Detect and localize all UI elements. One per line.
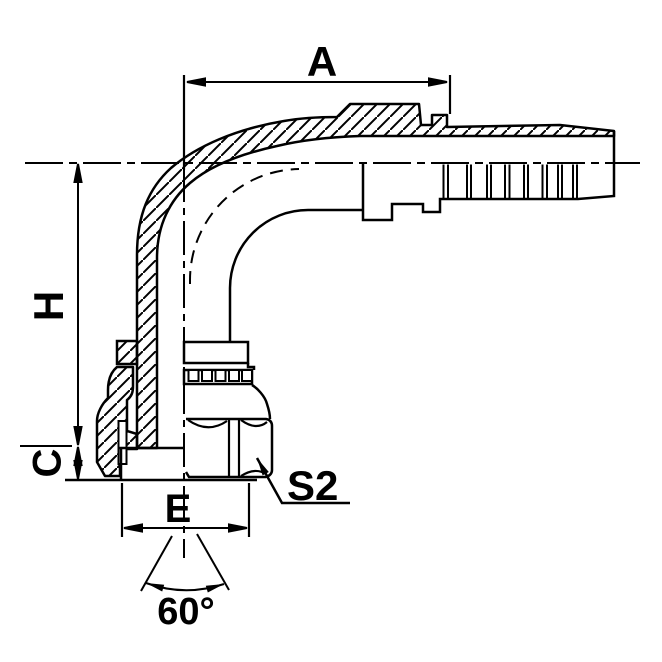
wrench-size-label: S2 bbox=[287, 462, 338, 509]
nut-flare-gap-slot bbox=[117, 420, 128, 465]
dimension-c bbox=[73, 446, 83, 480]
fitting-section-band bbox=[135, 102, 616, 450]
cone-angle bbox=[140, 533, 230, 593]
s2-leader-arrow bbox=[257, 458, 269, 476]
c-arrow-bottom bbox=[73, 460, 83, 480]
angle-arrow-right bbox=[205, 584, 224, 593]
hex-top-chamfer-left bbox=[187, 419, 228, 429]
elbow-wall-section bbox=[135, 102, 616, 450]
dim-c-label: C bbox=[26, 449, 70, 478]
h-arrow-bottom bbox=[73, 426, 83, 446]
flange-step bbox=[246, 363, 256, 370]
elbow-inner-profile bbox=[189, 168, 363, 342]
centerlines bbox=[25, 162, 640, 558]
h-arrow-top bbox=[73, 163, 83, 183]
dimension-h bbox=[20, 163, 83, 447]
s2-leader bbox=[255, 457, 350, 505]
angle-arrow-left bbox=[146, 583, 165, 592]
hidden-bore-arc bbox=[189, 168, 300, 284]
flange-left-section bbox=[115, 339, 139, 366]
swivel-nut bbox=[182, 340, 274, 479]
nut-left-section bbox=[95, 365, 139, 478]
hex-top-chamfer-right bbox=[240, 419, 268, 428]
cone-line-right bbox=[196, 533, 230, 591]
dim-h-label: H bbox=[25, 291, 72, 321]
barb-rib-lines bbox=[442, 164, 578, 199]
cone-angle-label: 60° bbox=[157, 591, 214, 633]
e-arrow-right bbox=[228, 523, 248, 533]
dim-a-label: A bbox=[307, 38, 337, 85]
nut-section-left bbox=[65, 339, 257, 482]
hose-tail bbox=[361, 131, 616, 222]
dim-e-label: E bbox=[165, 487, 192, 531]
hose-tail-profile bbox=[361, 131, 616, 222]
dimension-e bbox=[120, 483, 251, 537]
thread-segments bbox=[187, 369, 253, 382]
nut-shoulder-curve bbox=[251, 383, 272, 420]
nut-top-flange bbox=[182, 340, 250, 365]
e-arrow-left bbox=[123, 523, 143, 533]
flare-seat-box bbox=[118, 446, 184, 480]
a-arrow-left bbox=[186, 77, 206, 87]
inner-bend-arc bbox=[228, 208, 363, 342]
a-arrow-right bbox=[428, 77, 448, 87]
cone-line-left bbox=[140, 535, 173, 592]
dimension-a bbox=[182, 75, 452, 170]
